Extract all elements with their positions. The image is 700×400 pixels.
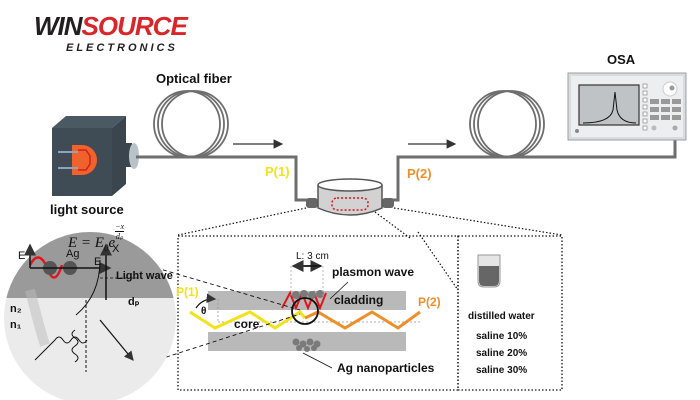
- optical-fiber-2: [390, 90, 677, 202]
- p1-light-path: [189, 310, 307, 330]
- formula-exp-num: −x: [115, 222, 125, 232]
- n1-label: n₁: [10, 319, 22, 331]
- light-wave-label: Light wave: [116, 270, 173, 282]
- fiber-cross-section: [189, 260, 421, 369]
- formula-lhs: E = E: [68, 235, 104, 251]
- p2-light-path: [304, 310, 421, 330]
- n2-label: n₂: [10, 303, 22, 315]
- formula-exp-den: dₚ: [115, 232, 124, 241]
- logo-win: WIN: [34, 11, 83, 41]
- core-label: core: [234, 317, 260, 331]
- sample-distilled-water: distilled water: [468, 311, 535, 322]
- ag-nanoparticles-bottom: [292, 338, 321, 352]
- ag-label: Ag: [66, 248, 80, 260]
- p2-label: P(2): [407, 166, 432, 181]
- p2-detail-label: P(2): [418, 295, 441, 309]
- ag-nanoparticles-top: [292, 290, 324, 299]
- osa-label: OSA: [607, 52, 636, 67]
- theta-label: θ: [201, 306, 207, 317]
- logo-subtitle: ELECTRONICS: [66, 42, 178, 54]
- light-source-icon: [52, 116, 139, 196]
- osa-device-icon: [567, 72, 687, 141]
- light-source-label: light source: [50, 202, 124, 217]
- plasmon-wave-label: plasmon wave: [332, 265, 415, 279]
- formula-sub: 0: [103, 243, 109, 253]
- length-label: L: 3 cm: [296, 251, 329, 262]
- dp-label: dₚ: [128, 296, 140, 308]
- ag-nanoparticles-label: Ag nanoparticles: [337, 361, 435, 375]
- sample-saline-10: saline 10%: [476, 331, 528, 342]
- angle-arrow: [195, 293, 217, 309]
- sample-box: [457, 235, 563, 391]
- projection-lines: [177, 207, 563, 291]
- beaker-icon: [477, 254, 501, 288]
- x-axis-label: X: [112, 243, 120, 255]
- p1-detail-label: P(1): [176, 285, 199, 299]
- logo: WINSOURCE: [34, 11, 188, 42]
- sample-saline-20: saline 20%: [476, 348, 528, 359]
- cladding-top: [208, 291, 406, 310]
- interaction-circle: [291, 297, 319, 325]
- sample-cell-icon: [306, 178, 394, 216]
- sample-saline-30: saline 30%: [476, 365, 528, 376]
- optical-fiber-label: Optical fiber: [156, 71, 232, 86]
- p1-label: P(1): [265, 164, 290, 179]
- optical-fiber-1: [136, 90, 310, 202]
- e-axis-label: E: [18, 250, 26, 262]
- cladding-label: cladding: [334, 293, 384, 307]
- e-right-label: E: [94, 256, 102, 268]
- formula-e: e: [108, 235, 116, 251]
- logo-source: SOURCE: [81, 11, 188, 41]
